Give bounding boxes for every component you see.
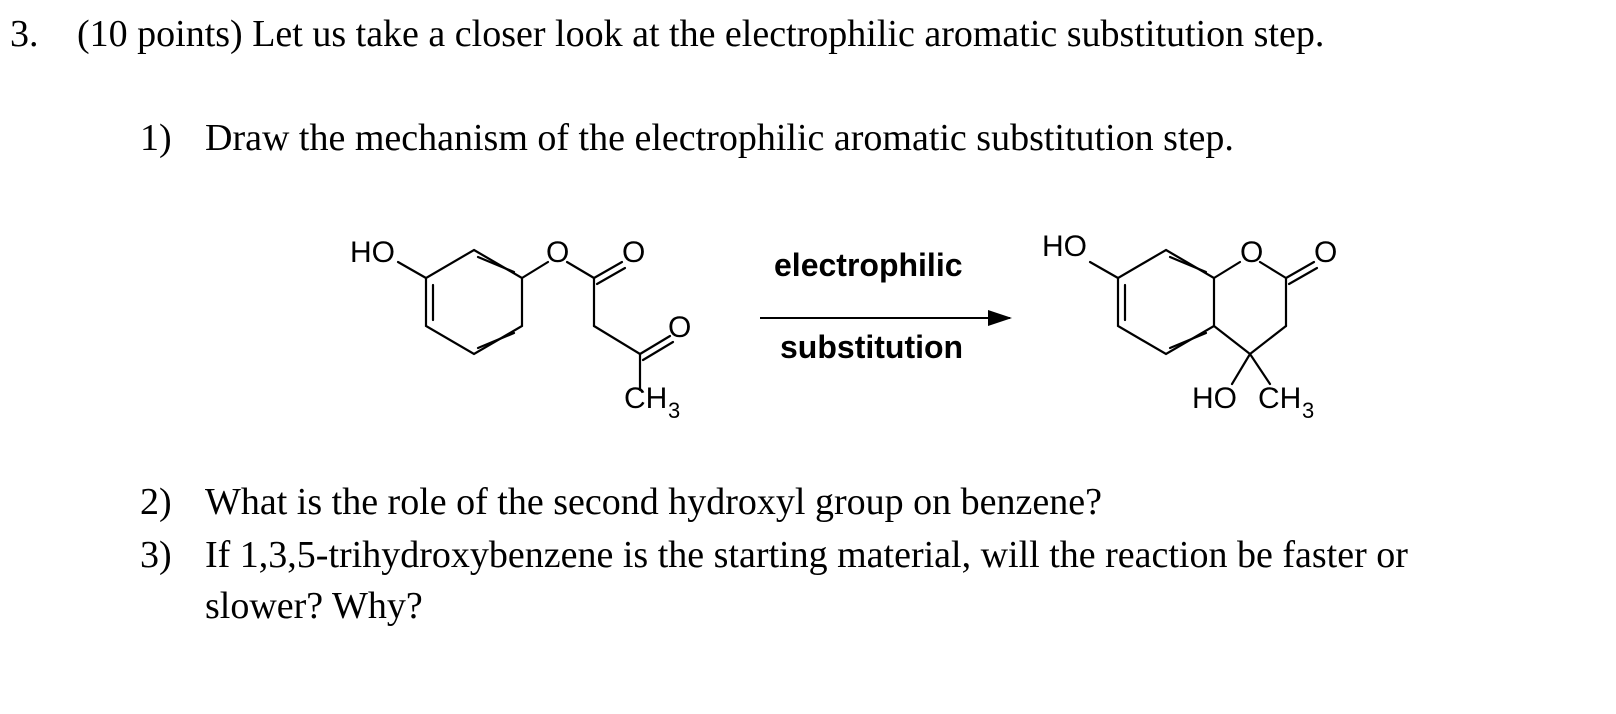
reactant-ether-o-label: O [546,236,569,269]
reactant-ho-label: HO [350,236,395,269]
product-ho-label: HO [1042,230,1087,263]
part-3-text-line-2: slower? Why? [205,585,423,627]
reactant-molecule [396,248,675,392]
reactant-ch3-subscript: 3 [668,398,680,423]
product-ch3-label: CH [1258,382,1301,415]
product-ring-o-label: O [1240,236,1263,269]
arrow-bottom-label: substitution [780,329,963,365]
product-ch3-subscript: 3 [1302,398,1314,423]
part-3-number: 3) [140,534,172,576]
part-1-number: 1) [140,117,172,159]
product-hydroxyl-label: HO [1192,382,1237,415]
product-molecule [1088,248,1319,386]
product-carbonyl-o-label: O [1314,236,1337,269]
reactant-benzene-ring [424,248,524,356]
part-3-text-line-1: If 1,3,5-trihydroxybenzene is the starti… [205,534,1408,576]
arrow-top-label: electrophilic [774,247,963,283]
question-text: (10 points) Let us take a closer look at… [77,13,1325,55]
question-number: 3. [10,13,39,55]
part-2-number: 2) [140,481,172,523]
product-benzene-ring [1116,248,1216,356]
reactant-ch3-label: CH [624,382,667,415]
reactant-ketone-o-label: O [668,311,691,344]
part-1-text: Draw the mechanism of the electrophilic … [205,117,1234,159]
reactant-ester-o-label: O [622,236,645,269]
part-2-text: What is the role of the second hydroxyl … [205,481,1102,523]
